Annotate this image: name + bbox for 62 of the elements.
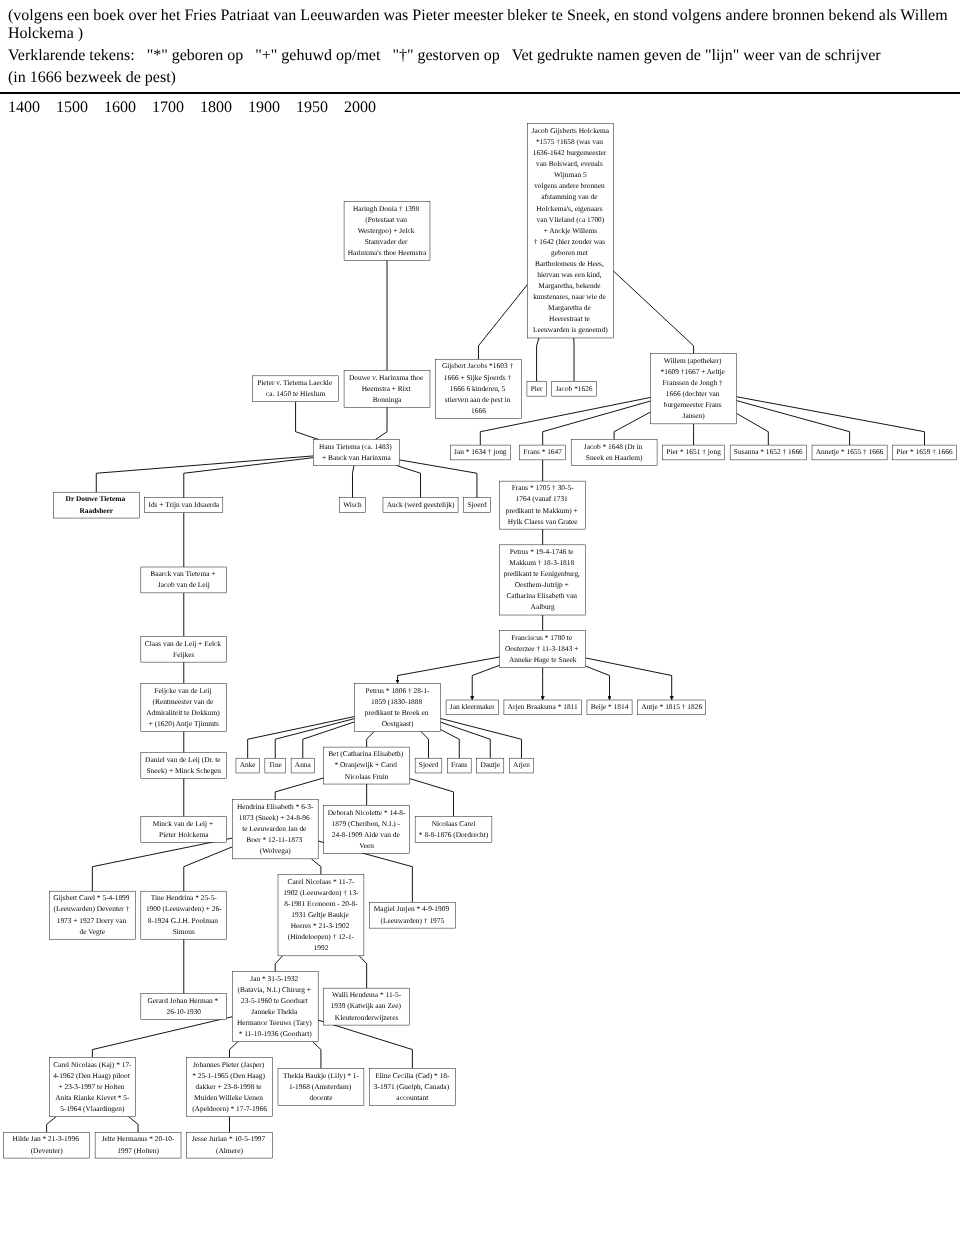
connector [542, 459, 544, 482]
connector [183, 846, 233, 892]
timeline-year: 1800 [200, 98, 232, 116]
connector [183, 938, 185, 995]
connector [274, 777, 325, 801]
connector [229, 1041, 239, 1058]
connector [736, 400, 851, 446]
connector [440, 717, 522, 759]
connector [366, 730, 375, 748]
connector [95, 455, 314, 493]
note-text: "+" gehuwd op/met [255, 46, 381, 64]
connector [542, 528, 544, 546]
connector [229, 1116, 230, 1133]
connector [91, 1016, 233, 1058]
connector [183, 661, 185, 684]
connector [352, 464, 355, 499]
connector [302, 721, 356, 759]
note-text: "*" geboren op [146, 46, 244, 64]
timeline-year: 1700 [152, 98, 184, 116]
connector [274, 955, 284, 972]
connector [183, 778, 185, 817]
note-text: Vet gedrukte namen geven de "lijn" weer van de schrijver [511, 46, 881, 64]
connector [366, 783, 368, 806]
connector [409, 778, 454, 817]
connector [91, 837, 233, 892]
connector [46, 1116, 57, 1133]
connector [440, 721, 491, 759]
note-text: (in 1666 bezweek de pest) [8, 68, 176, 86]
connector [693, 423, 695, 446]
connector [183, 512, 185, 568]
timeline-year: 1500 [56, 98, 88, 116]
connector [183, 457, 314, 499]
connector [128, 1116, 139, 1133]
connector [542, 614, 544, 632]
connector [247, 716, 356, 759]
note-text: "†" gestorven op [392, 46, 500, 64]
connector [420, 730, 429, 759]
connector [310, 858, 322, 875]
connector [183, 592, 185, 637]
timeline-year: 1600 [104, 98, 136, 116]
connector [274, 718, 356, 759]
timeline-year: 2000 [344, 98, 376, 116]
note-text: (volgens een boek over het Fries Patriaat van Leeuwarden was Pieter meester bleker te Sneek, en stond volgens andere bronnen bekend als Willem Holckema ) [8, 6, 950, 42]
connector [398, 459, 478, 499]
connector [736, 396, 925, 446]
connector [312, 1041, 322, 1069]
connector [317, 1019, 413, 1069]
connector [736, 413, 769, 446]
connector [358, 955, 368, 989]
timeline-year: 1900 [248, 98, 280, 116]
connector [542, 400, 652, 446]
connector [536, 337, 540, 382]
connector [375, 406, 388, 440]
timeline-year: 1400 [8, 98, 40, 116]
connector [613, 411, 652, 440]
connector [612, 270, 695, 355]
timeline-year: 1950 [296, 98, 328, 116]
connector [479, 396, 652, 446]
connector [478, 284, 528, 360]
connector [183, 730, 185, 754]
note-text: Verklarende tekens: [8, 46, 135, 64]
connector [573, 337, 575, 382]
